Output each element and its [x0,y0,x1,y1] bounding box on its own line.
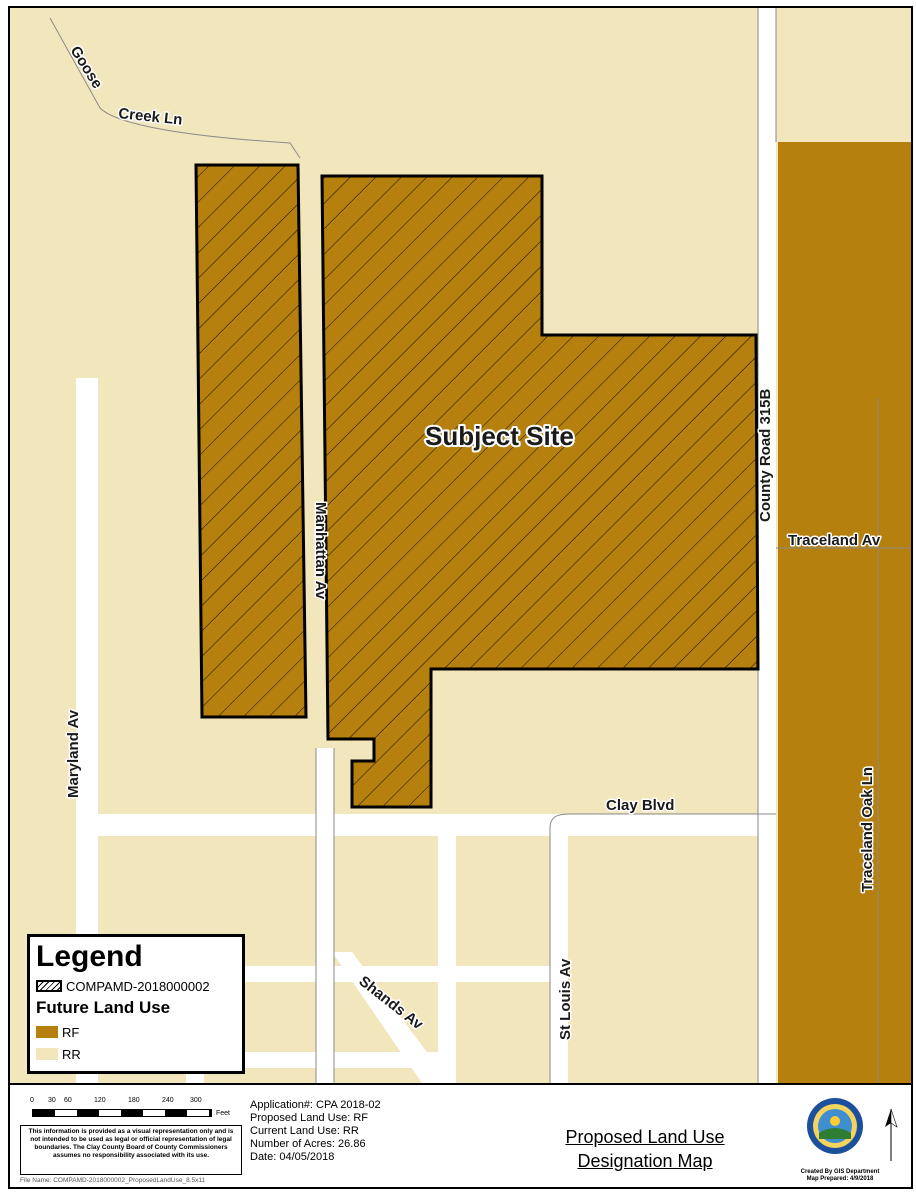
subject-site-label: Subject Site [425,421,574,451]
legend-title: Legend [36,940,143,973]
map-canvas[interactable]: Subject Site Goose Creek Ln Manhattan Av… [10,8,911,1083]
scale-bar: 0 30 60 120 180 240 300 Feet [24,1097,244,1127]
road-lines [49,8,910,1083]
application-info: Application#: CPA 2018-02 Proposed Land … [250,1099,381,1164]
site-outline-swatch [36,980,62,992]
map-svg: Subject Site Goose Creek Ln Manhattan Av… [10,8,911,1083]
county-road-label: County Road 315B [757,388,774,522]
number-of-acres: Number of Acres: 26.86 [250,1138,366,1150]
traceland-av-label: Traceland Av [788,532,881,549]
legend-site-row: COMPAMD-2018000002 [36,977,236,995]
maryland-av-label: Maryland Av [65,709,82,798]
subject-site[interactable] [194,163,760,809]
rr-swatch [36,1048,58,1060]
map-frame: Subject Site Goose Creek Ln Manhattan Av… [8,6,913,1189]
legend-item-label: RR [62,1046,81,1062]
scale-tick: 180 [128,1097,140,1104]
scale-tick: 0 [30,1097,34,1104]
map-title: Proposed Land Use Designation Map [530,1125,760,1173]
st-louis-av-label: St Louis Av [557,958,574,1040]
county-seal-icon [807,1098,863,1154]
scale-tick: 60 [64,1097,72,1104]
traceland-oak-ln-label: Traceland Oak Ln [859,767,876,892]
application-number: Application#: CPA 2018-02 [250,1099,381,1111]
legend-item-rf: RF [36,1023,236,1041]
scale-tick: 240 [162,1097,174,1104]
map-legend: Legend COMPAMD-2018000002 Future Land Us… [27,934,245,1074]
file-name: File Name: COMPAMD-2018000002_ProposedLa… [20,1177,206,1184]
legend-item-label: RF [62,1024,80,1040]
north-arrow-icon [885,1108,898,1161]
legend-item-rr: RR [36,1045,236,1063]
legend-site-label: COMPAMD-2018000002 [66,978,210,994]
rf-swatch [36,1026,58,1038]
proposed-land-use: Proposed Land Use: RF [250,1112,369,1124]
map-title-line1: Proposed Land Use [565,1127,725,1147]
current-land-use: Current Land Use: RR [250,1125,359,1137]
application-date: Date: 04/05/2018 [250,1151,335,1163]
map-footer: 0 30 60 120 180 240 300 Feet This inform… [10,1083,911,1187]
scale-tick: 30 [48,1097,56,1104]
legend-group-title: Future Land Use [36,998,171,1017]
map-title-line2: Designation Map [577,1151,713,1171]
credit-line1: Created By GIS Department [800,1169,880,1175]
disclaimer-box: This information is provided as a visual… [20,1125,242,1175]
scale-tick: 300 [190,1097,202,1104]
manhattan-av-label: Manhattan Av [312,502,329,600]
scale-unit: Feet [216,1110,231,1117]
clay-blvd-label: Clay Blvd [606,797,674,814]
rf-east-parcel [778,142,911,1083]
credit-line2: Map Prepared: 4/9/2018 [806,1176,874,1182]
map-credit: Created By GIS Department Map Prepared: … [790,1169,890,1183]
scale-tick: 120 [94,1097,106,1104]
scale-bar-graphic [32,1109,212,1117]
